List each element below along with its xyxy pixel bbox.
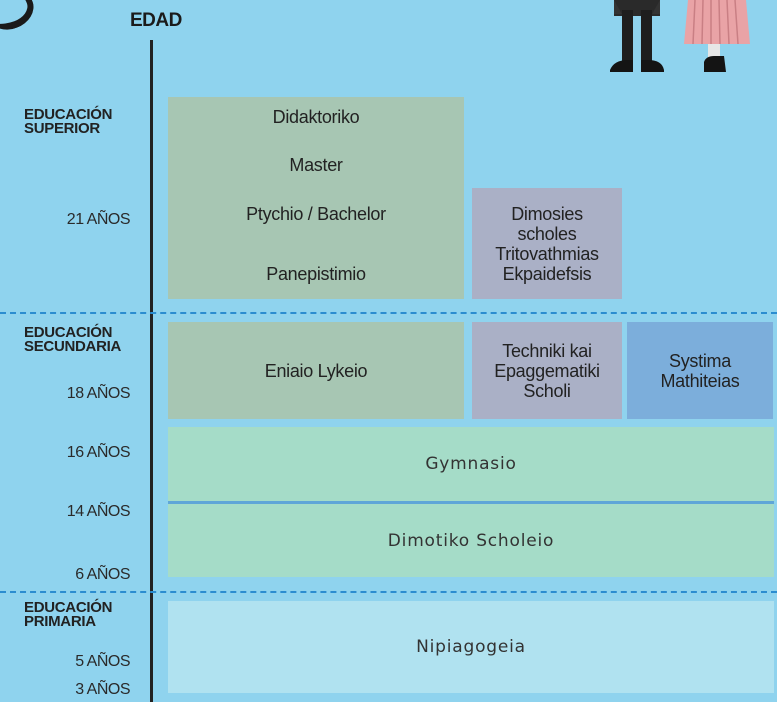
box-text-line: Mathiteias	[660, 370, 740, 391]
box-text-line: scholes	[517, 223, 577, 244]
level-label-line: EDUCACIÓN	[24, 324, 113, 341]
level-label-line: EDUCACIÓN	[24, 599, 113, 616]
box-text: Nipiagogeia	[416, 637, 526, 657]
hat-brim-decoration	[0, 0, 40, 37]
age-axis-line	[150, 40, 153, 702]
figures-illustration	[600, 0, 770, 80]
eniaio-lykeio-box: Eniaio Lykeio	[168, 322, 464, 419]
level-label-secundaria: EDUCACIÓN SECUNDARIA	[24, 324, 122, 355]
age-label-21: 21 AÑOS	[66, 211, 131, 228]
box-text-line: Techniki kai	[502, 340, 592, 361]
level-label-line: EDUCACIÓN	[24, 106, 113, 123]
university-item-panepistimio: Panepistimio	[266, 264, 366, 284]
age-label-5: 5 AÑOS	[75, 653, 130, 670]
box-text: Gymnasio	[425, 454, 517, 474]
level-label-primaria: EDUCACIÓN PRIMARIA	[24, 599, 113, 630]
box-text: Dimotiko Scholeio	[387, 530, 555, 551]
box-text-line: Ekpaidefsis	[502, 263, 592, 284]
box-text-line: Scholi	[523, 380, 571, 401]
university-item-didaktoriko: Didaktoriko	[272, 107, 360, 127]
axis-title-edad: EDAD	[130, 10, 182, 31]
gymnasio-box: Gymnasio	[168, 427, 774, 501]
age-label-16: 16 AÑOS	[66, 444, 131, 461]
level-divider	[0, 591, 777, 593]
level-label-line: PRIMARIA	[24, 613, 96, 630]
age-label-6: 6 AÑOS	[75, 566, 130, 583]
box-text: Eniaio Lykeio	[264, 360, 368, 381]
nipiagogeia-box: Nipiagogeia	[168, 601, 774, 693]
level-divider	[0, 312, 777, 314]
age-label-14: 14 AÑOS	[66, 503, 131, 520]
university-item-master: Master	[289, 155, 343, 175]
systima-mathiteias-box: Systima Mathiteias	[627, 322, 773, 419]
box-text-line: Dimosies	[511, 203, 583, 224]
level-label-line: SECUNDARIA	[24, 338, 122, 355]
band-separator	[168, 501, 774, 504]
techniki-scholi-box: Techniki kai Epaggematiki Scholi	[472, 322, 622, 419]
box-text-line: Tritovathmias	[495, 243, 599, 264]
public-higher-schools-box: Dimosies scholes Tritovathmias Ekpaidefs…	[472, 188, 622, 299]
age-label-18: 18 AÑOS	[66, 385, 131, 402]
level-label-superior: EDUCACIÓN SUPERIOR	[24, 106, 113, 137]
dimotiko-scholeio-box: Dimotiko Scholeio	[168, 504, 774, 577]
university-block	[168, 97, 464, 299]
age-label-3: 3 AÑOS	[75, 681, 130, 698]
level-label-line: SUPERIOR	[24, 120, 100, 137]
university-item-bachelor: Ptychio / Bachelor	[246, 204, 386, 224]
box-text-line: Systima	[669, 350, 731, 371]
box-text-line: Epaggematiki	[494, 360, 600, 381]
